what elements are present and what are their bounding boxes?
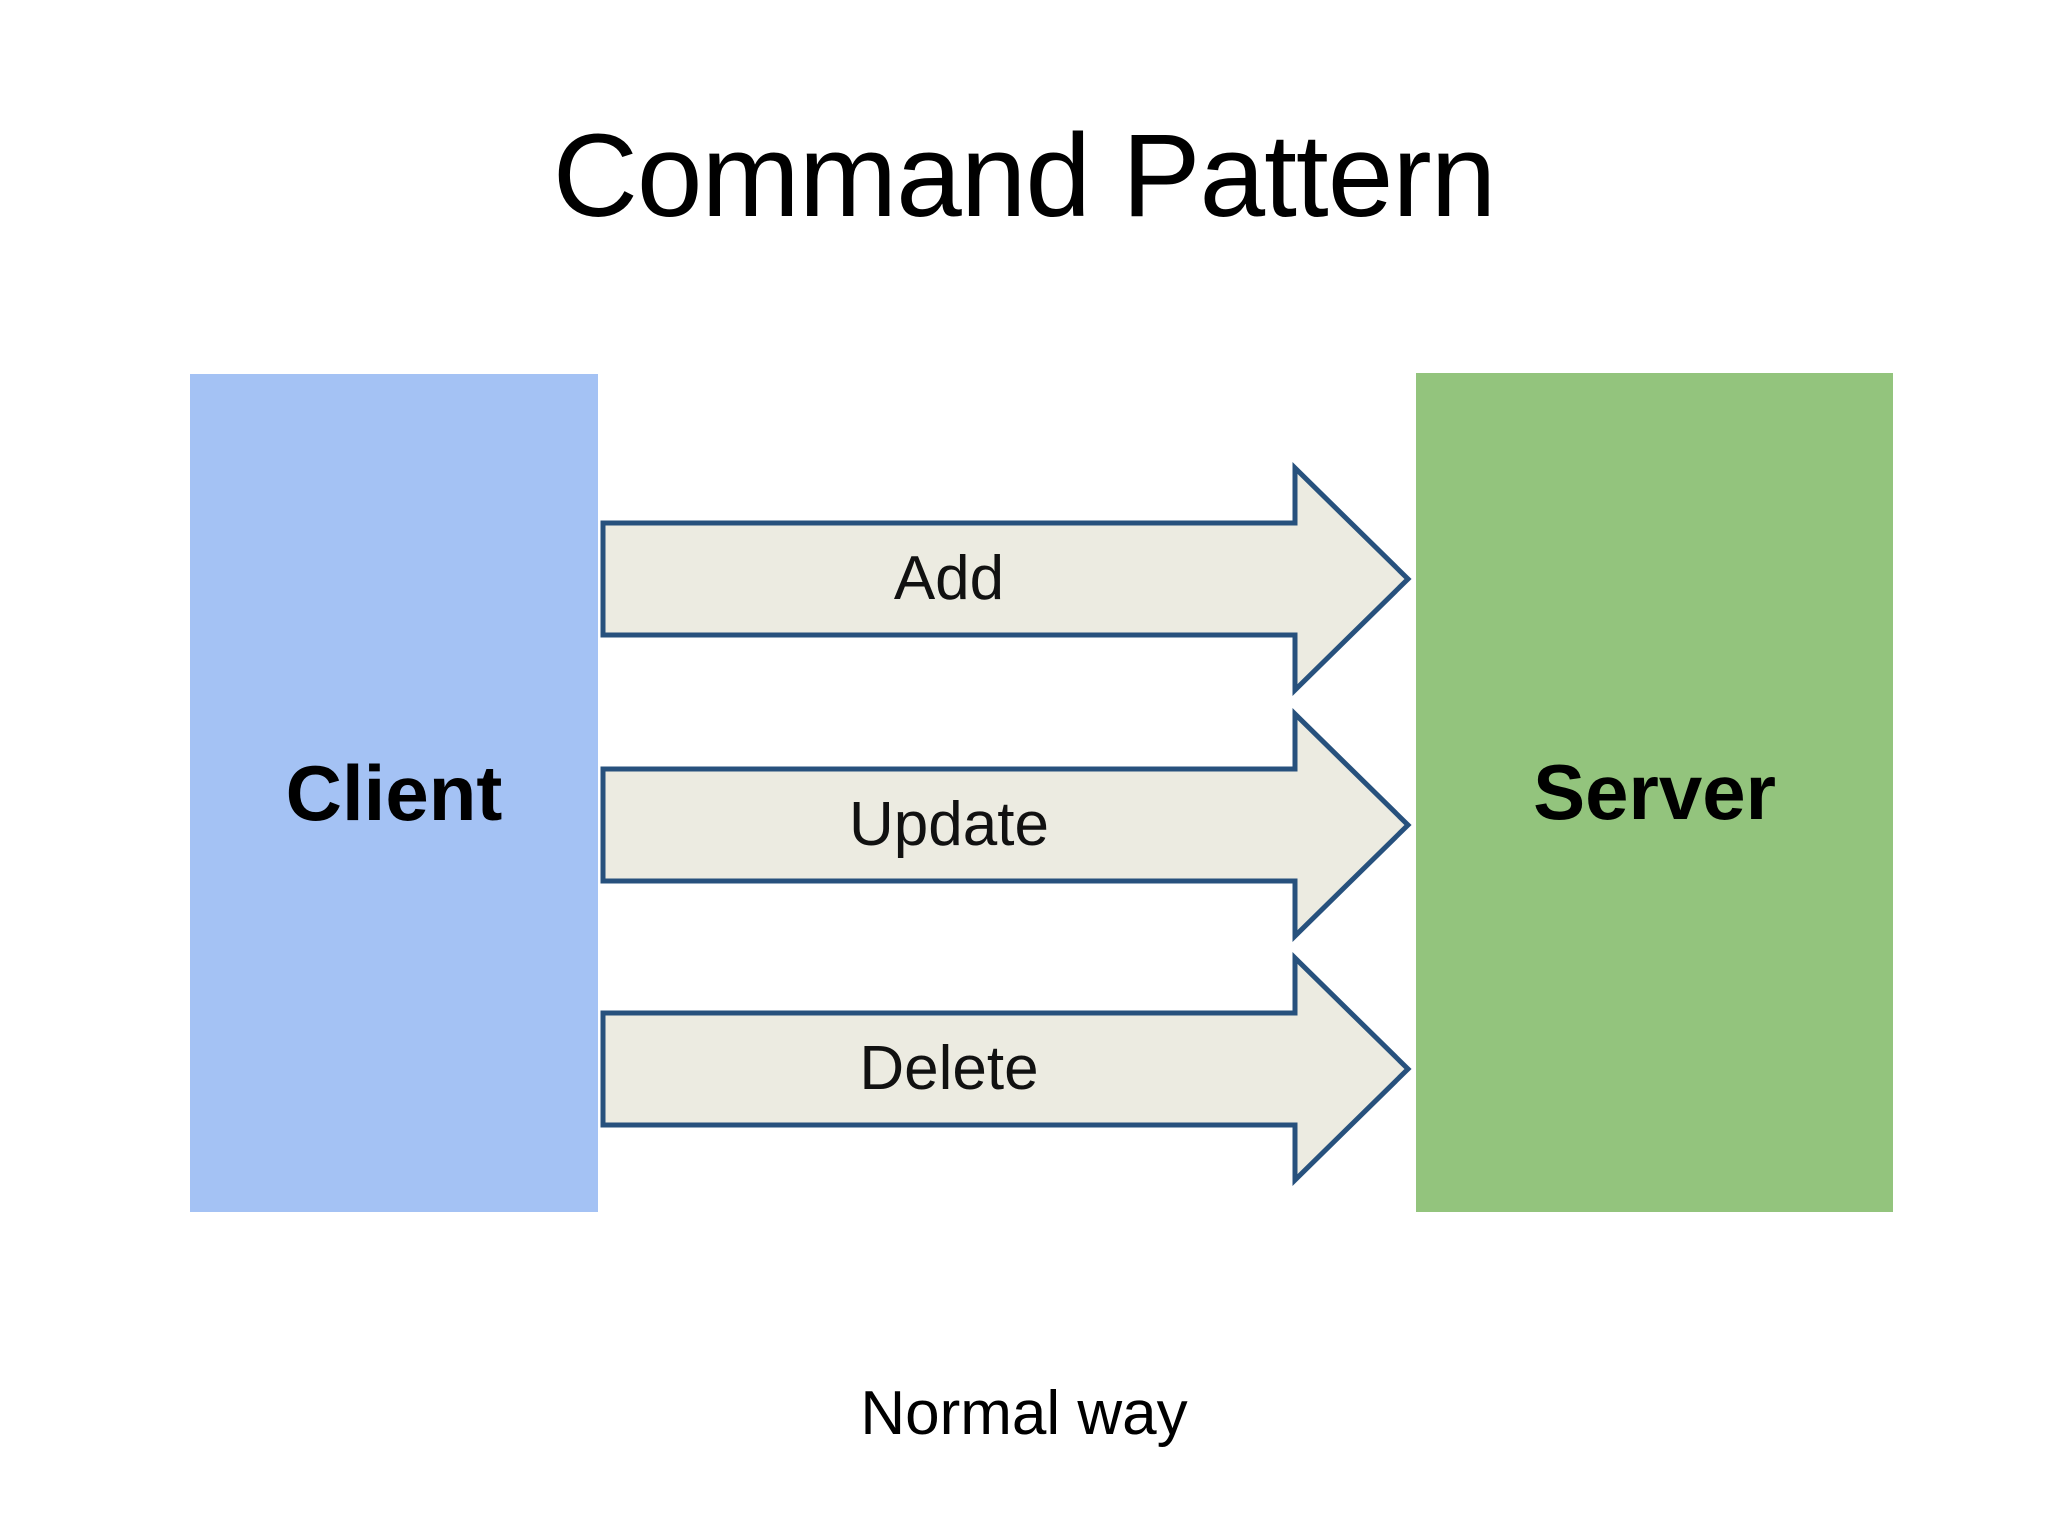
arrow-right-shape	[600, 462, 1412, 696]
arrow-add-label: Add	[893, 544, 1005, 613]
arrow-update-label: Update	[849, 790, 1049, 859]
client-label: Client	[285, 748, 503, 837]
arrow-delete-label: Delete	[859, 1034, 1039, 1103]
arrow-update: Update	[600, 708, 1412, 942]
arrow-delete: Delete	[600, 952, 1412, 1186]
page-title: Command Pattern	[552, 110, 1497, 242]
server-box: Server	[1416, 373, 1893, 1212]
arrow-right-shape	[600, 952, 1412, 1186]
client-box: Client	[190, 374, 598, 1212]
arrow-right-shape	[600, 708, 1412, 942]
normal-way-caption: Normal way	[860, 1379, 1188, 1448]
block-arrow-icon	[600, 708, 1412, 942]
block-arrow-icon	[600, 952, 1412, 1186]
arrow-add: Add	[600, 462, 1412, 696]
block-arrow-icon	[600, 462, 1412, 696]
server-label: Server	[1533, 748, 1776, 836]
